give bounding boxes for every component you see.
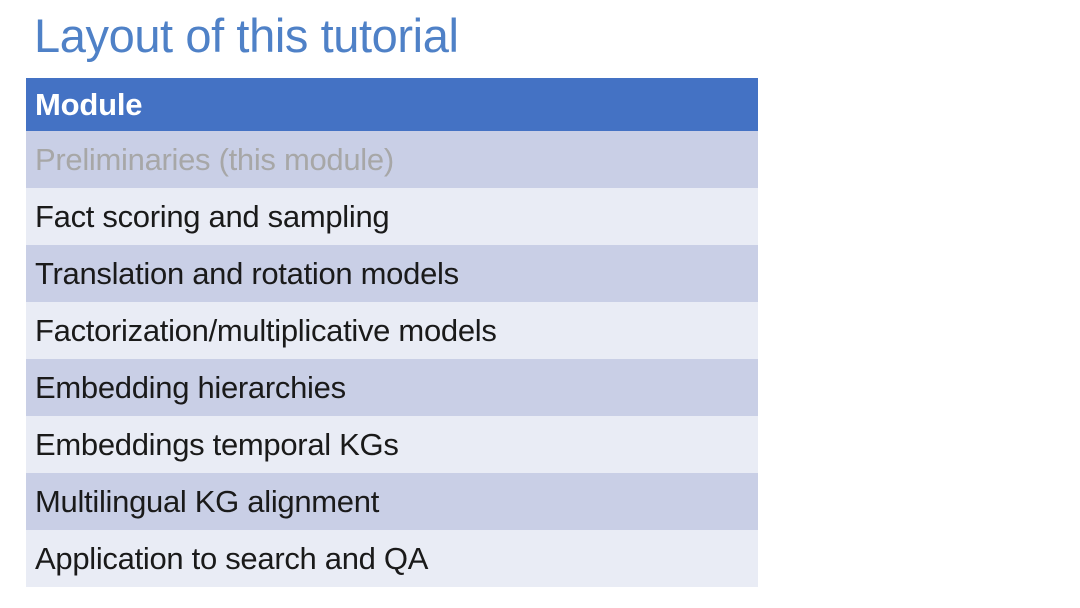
column-header-module: Module [26, 78, 758, 131]
table-row[interactable]: Factorization/multiplicative models [26, 302, 758, 359]
table-row[interactable]: Multilingual KG alignment [26, 473, 758, 530]
module-name-cell: Multilingual KG alignment [26, 473, 758, 530]
module-name-cell: Fact scoring and sampling [26, 188, 758, 245]
module-table: Module Preliminaries (this module)Fact s… [26, 78, 758, 587]
module-name-cell: Application to search and QA [26, 530, 758, 587]
module-name-cell: Factorization/multiplicative models [26, 302, 758, 359]
module-name-cell: Translation and rotation models [26, 245, 758, 302]
table-header-row: Module [26, 78, 758, 131]
module-name-cell: Embeddings temporal KGs [26, 416, 758, 473]
table-row[interactable]: Preliminaries (this module) [26, 131, 758, 188]
table-body: Preliminaries (this module)Fact scoring … [26, 131, 758, 587]
table-row[interactable]: Application to search and QA [26, 530, 758, 587]
module-name-cell: Preliminaries (this module) [26, 131, 758, 188]
table-row[interactable]: Translation and rotation models [26, 245, 758, 302]
table-row[interactable]: Embedding hierarchies [26, 359, 758, 416]
table-head: Module [26, 78, 758, 131]
table-row[interactable]: Fact scoring and sampling [26, 188, 758, 245]
table-row[interactable]: Embeddings temporal KGs [26, 416, 758, 473]
module-name-cell: Embedding hierarchies [26, 359, 758, 416]
page-title: Layout of this tutorial [34, 9, 459, 62]
